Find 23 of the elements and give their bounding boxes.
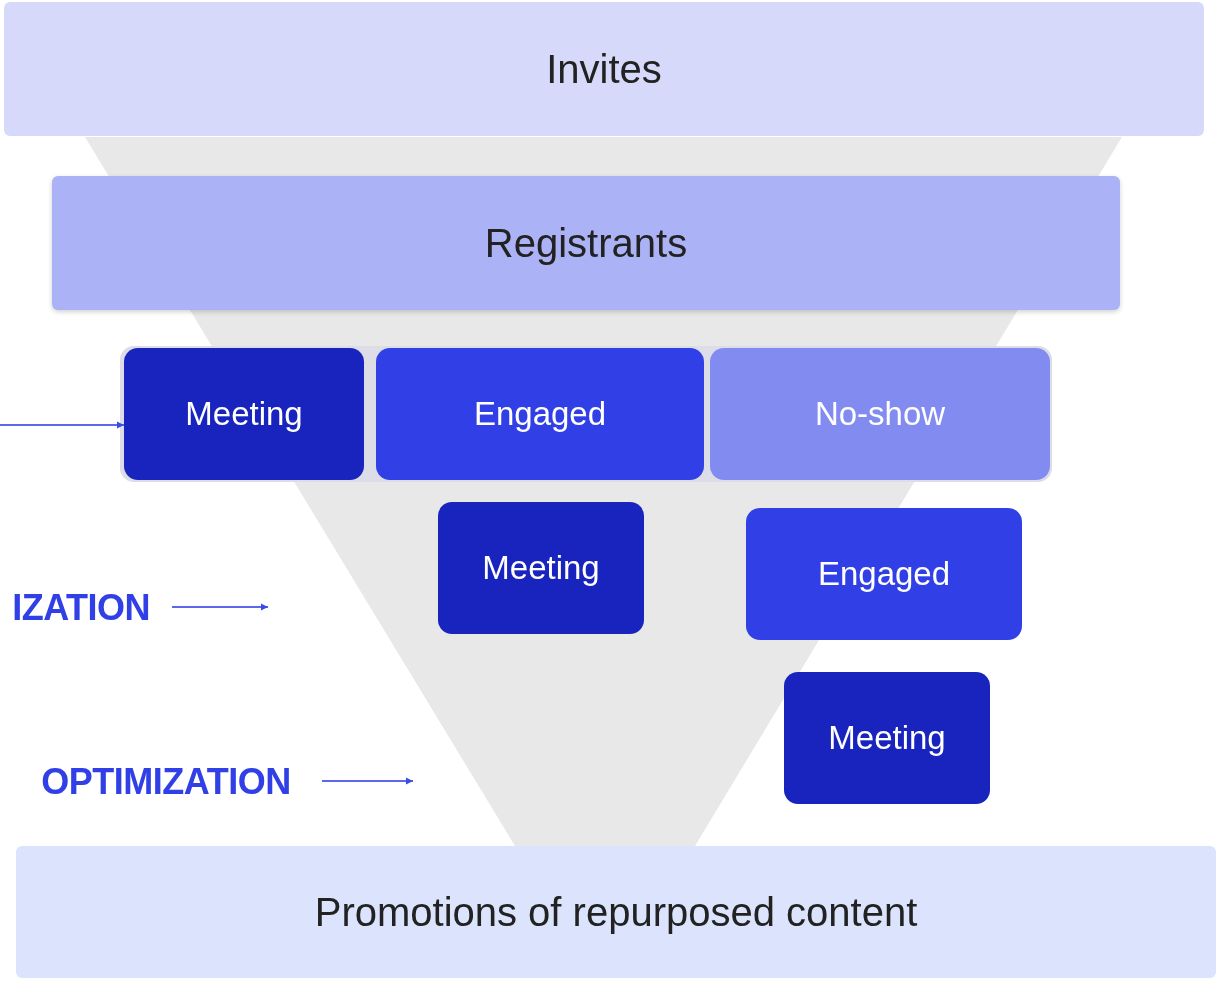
- stage-label: Promotions of repurposed content: [314, 889, 918, 935]
- stage-band: [16, 846, 1216, 978]
- segment-label: Engaged: [473, 395, 607, 433]
- arrow: [171, 603, 269, 611]
- stage-band: [4, 2, 1204, 136]
- segment-box: [124, 348, 364, 480]
- stage-band: [52, 176, 1120, 310]
- stage-label: Invites: [546, 46, 662, 92]
- segment-box: [376, 348, 704, 480]
- segment-label: Meeting: [828, 719, 946, 757]
- segment-label: No-show: [814, 395, 946, 433]
- stage-label: Registrants: [484, 220, 688, 266]
- segment-box: [710, 348, 1050, 480]
- stage-heading: IZATION: [12, 587, 150, 629]
- arrow: [0, 421, 125, 429]
- segment-label: Meeting: [482, 549, 600, 587]
- segment-box: [438, 502, 644, 634]
- segment-box: [746, 508, 1022, 640]
- segment-box: [784, 672, 990, 804]
- stage-heading: OPTIMIZATION: [41, 761, 291, 803]
- segment-label: Engaged: [817, 555, 951, 593]
- segment-label: Meeting: [185, 395, 303, 433]
- arrow: [321, 777, 414, 785]
